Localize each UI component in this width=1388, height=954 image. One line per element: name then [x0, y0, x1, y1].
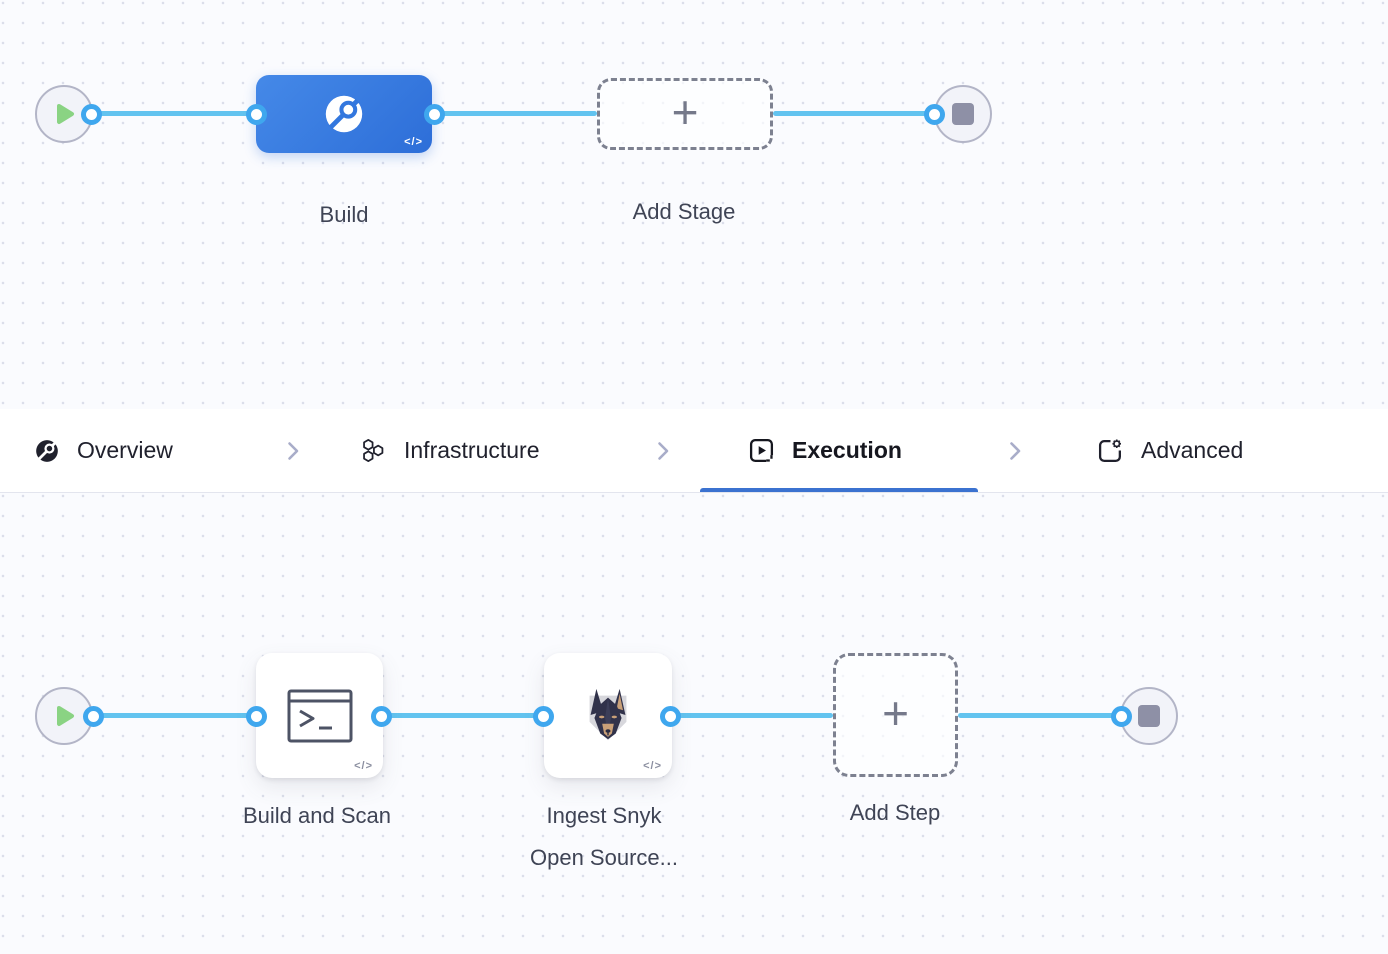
tab-overview[interactable]: Overview: [34, 409, 173, 492]
play-square-icon: [748, 437, 775, 464]
stage-name-label: Build: [319, 202, 369, 227]
pipeline-end-node: [934, 85, 992, 143]
add-stage-label: Add Stage: [632, 199, 736, 224]
step-name-line2: Open Source...: [530, 845, 678, 870]
steps-start-node: [35, 687, 93, 745]
tab-execution[interactable]: Execution: [748, 409, 902, 492]
execution-canvas: </> </>: [0, 493, 1388, 954]
gear-square-icon: [1097, 437, 1124, 464]
connector-port[interactable]: [81, 104, 102, 125]
tab-advanced[interactable]: Advanced: [1097, 409, 1243, 492]
active-tab-underline: [700, 488, 978, 492]
step-name-label: Build and Scan: [243, 803, 391, 828]
plus-icon: +: [882, 687, 909, 739]
connector-port[interactable]: [424, 104, 445, 125]
steps-end-node: [1120, 687, 1178, 745]
tab-infrastructure[interactable]: Infrastructure: [360, 409, 540, 492]
connector-edge: [773, 111, 936, 116]
connector-port[interactable]: [924, 104, 945, 125]
connector-port[interactable]: [246, 104, 267, 125]
stage-canvas: </> + Build Add Stage: [0, 0, 1388, 409]
connector-port[interactable]: [1111, 706, 1132, 727]
connector-port[interactable]: [660, 706, 681, 727]
play-icon: [52, 102, 76, 126]
tab-label: Infrastructure: [404, 437, 540, 463]
add-stage-button[interactable]: +: [597, 78, 773, 150]
connector-port[interactable]: [371, 706, 392, 727]
step-ingest-snyk[interactable]: </>: [544, 653, 672, 778]
hexagons-icon: [360, 437, 387, 464]
yaml-code-badge: </>: [404, 136, 423, 148]
add-step-label: Add Step: [849, 800, 941, 825]
add-step-button[interactable]: +: [833, 653, 958, 777]
chevron-right-icon: [1003, 439, 1027, 463]
connector-port[interactable]: [83, 706, 104, 727]
plus-icon: +: [671, 86, 699, 138]
ci-build-icon: [321, 91, 367, 137]
connector-port[interactable]: [533, 706, 554, 727]
tab-label: Overview: [77, 437, 173, 463]
yaml-code-badge: </>: [354, 760, 373, 772]
connector-edge: [958, 713, 1121, 718]
stop-icon: [1138, 705, 1160, 727]
connector-edge: [670, 713, 833, 718]
connector-edge: [91, 111, 257, 116]
stop-icon: [952, 103, 974, 125]
connector-edge: [381, 713, 544, 718]
stage-build-node[interactable]: </>: [256, 75, 432, 153]
chevron-right-icon: [281, 439, 305, 463]
snyk-doberman-icon: [577, 685, 639, 747]
connector-edge: [93, 713, 257, 718]
connector-port[interactable]: [246, 706, 267, 727]
step-name-line1: Ingest Snyk: [546, 803, 662, 828]
tab-label: Advanced: [1141, 437, 1244, 463]
stage-tabbar: Overview Infrastructure: [0, 409, 1388, 493]
play-icon: [52, 704, 76, 728]
tab-label: Execution: [792, 437, 902, 463]
yaml-code-badge: </>: [643, 760, 662, 772]
connector-edge: [434, 111, 597, 116]
step-name-label: Ingest Snyk Open Source...: [444, 795, 764, 879]
step-build-and-scan[interactable]: </>: [256, 653, 383, 778]
run-terminal-icon: [286, 688, 354, 744]
ci-circle-icon: [34, 438, 60, 464]
chevron-right-icon: [651, 439, 675, 463]
